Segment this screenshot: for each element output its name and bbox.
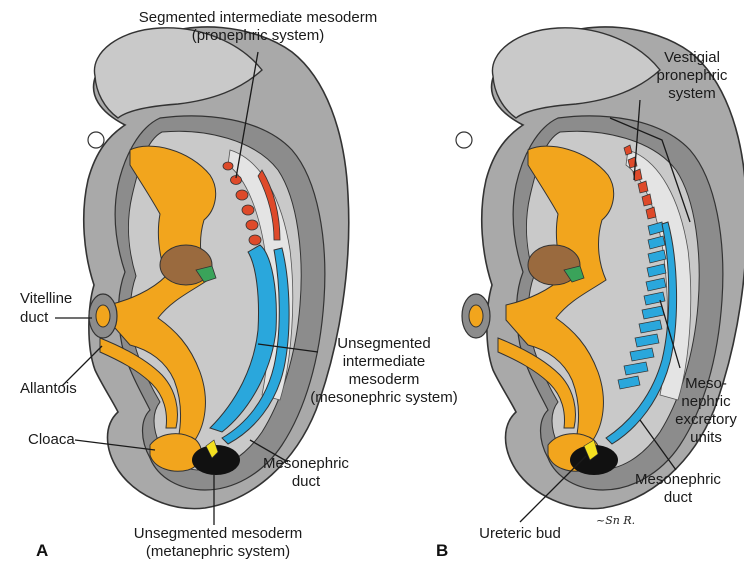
label-mesonephric-system: (mesonephric system) <box>310 389 458 406</box>
label-mesoderm: mesoderm <box>349 371 420 388</box>
label-excretory: excretory <box>675 411 737 428</box>
label-b-mesonephric: Mesonephric <box>635 471 721 488</box>
label-units: units <box>690 429 722 446</box>
otic-vesicle <box>456 132 472 148</box>
label-cloaca: Cloaca <box>28 431 75 448</box>
panel-letter-a: A <box>36 541 48 560</box>
label-unsegmented-mesoderm: Unsegmented mesoderm <box>134 525 302 542</box>
label-a-mesonephric: Mesonephric <box>263 455 349 472</box>
label-metanephric-system: (metanephric system) <box>146 543 290 560</box>
artist-signature: ~Sn R. <box>596 514 635 527</box>
label-intermediate: intermediate <box>343 353 426 370</box>
label-a-duct: duct <box>292 473 321 490</box>
label-pronephric-system: (pronephric system) <box>192 27 325 44</box>
label-unsegmented: Unsegmented <box>337 335 430 352</box>
label-allantois: Allantois <box>20 380 77 397</box>
label-segmented-mesoderm: Segmented intermediate mesoderm <box>139 9 377 26</box>
panel-letter-b: B <box>436 541 448 560</box>
label-system: system <box>668 85 716 102</box>
label-vestigial: Vestigial <box>664 49 720 66</box>
label-vitelline-duct: duct <box>20 309 49 326</box>
label-vitelline: Vitelline <box>20 290 72 307</box>
label-b-duct: duct <box>664 489 693 506</box>
vitelline-lumen <box>96 305 110 327</box>
panel-a-embryo <box>84 27 349 509</box>
vitelline-lumen <box>469 305 483 327</box>
label-nephric: nephric <box>681 393 731 410</box>
otic-vesicle <box>88 132 104 148</box>
label-pronephric: pronephric <box>657 67 728 84</box>
label-ureteric-bud: Ureteric bud <box>479 525 561 542</box>
label-meso: Meso- <box>685 375 727 392</box>
